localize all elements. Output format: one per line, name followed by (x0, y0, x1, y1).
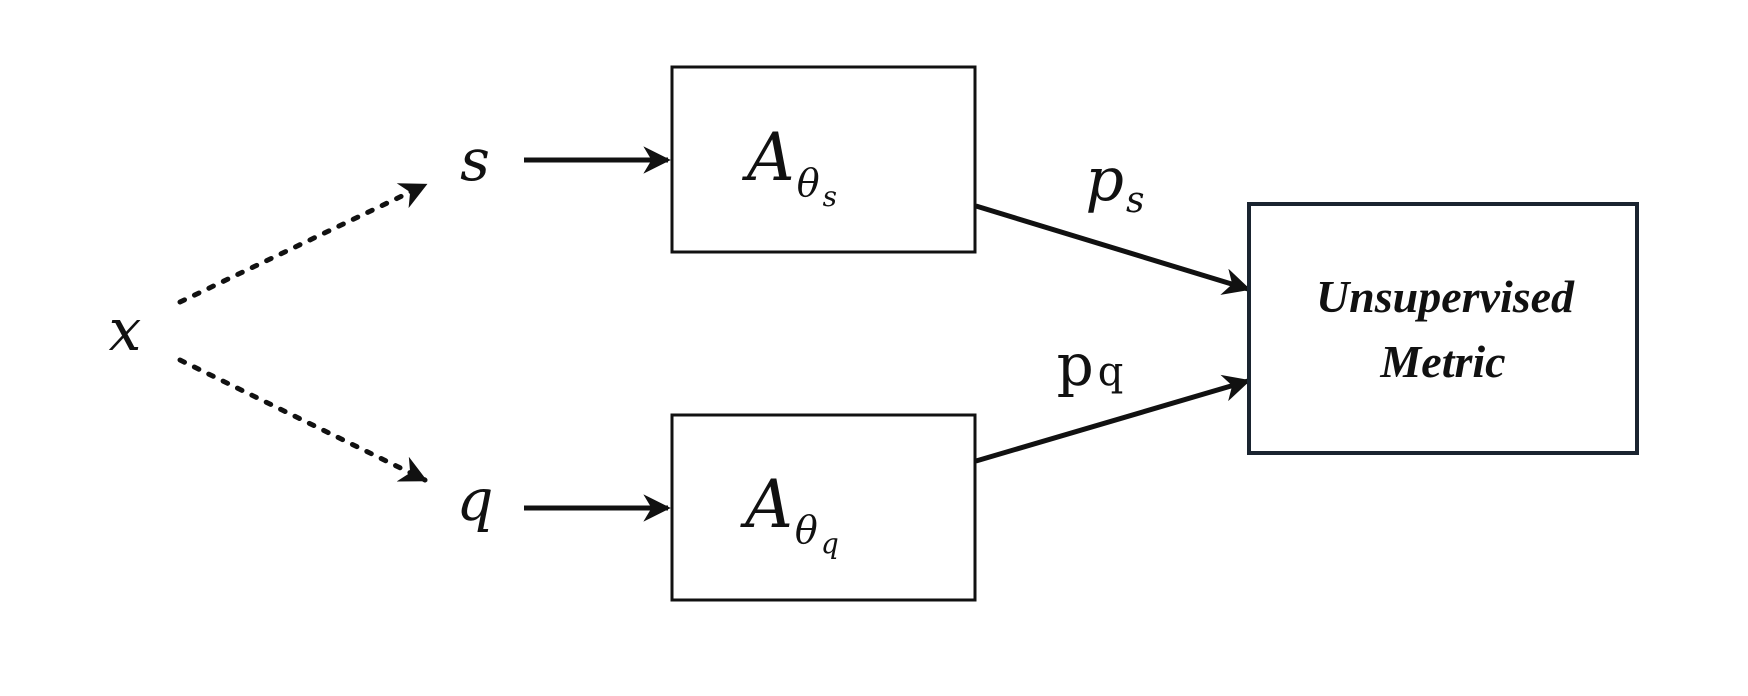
model-s-subscript: θ (797, 161, 820, 205)
model-s-subsubscript: s (823, 180, 837, 213)
model-s-base: A (741, 119, 795, 196)
edge-p-q-base: p (1057, 331, 1094, 399)
model-q-subsubscript: q (821, 527, 839, 560)
model-q-subscript: θ (795, 508, 818, 552)
query-q-label: q (456, 466, 493, 534)
arrow-model-s-to-metric (975, 203, 1251, 295)
model-s-box (670, 65, 977, 254)
edge-p-s-subscript: s (1126, 180, 1144, 221)
model-q-box (670, 413, 977, 602)
edge-label-p-s: ps (1086, 145, 1145, 221)
dotted-arrow-x-to-s (177, 182, 428, 305)
edge-p-s-base: p (1086, 145, 1124, 215)
edge-p-q-subscript: q (1098, 349, 1124, 395)
metric-box (1247, 202, 1639, 455)
model-q-base: A (739, 466, 793, 543)
source-s-label: s (460, 126, 490, 194)
input-x-label: x (109, 296, 142, 364)
arrow-model-q-to-metric (975, 374, 1251, 464)
metric-line-2: Metric (1379, 336, 1505, 387)
dotted-arrow-x-to-q (177, 357, 428, 483)
metric-line-1: Unsupervised (1316, 271, 1575, 322)
